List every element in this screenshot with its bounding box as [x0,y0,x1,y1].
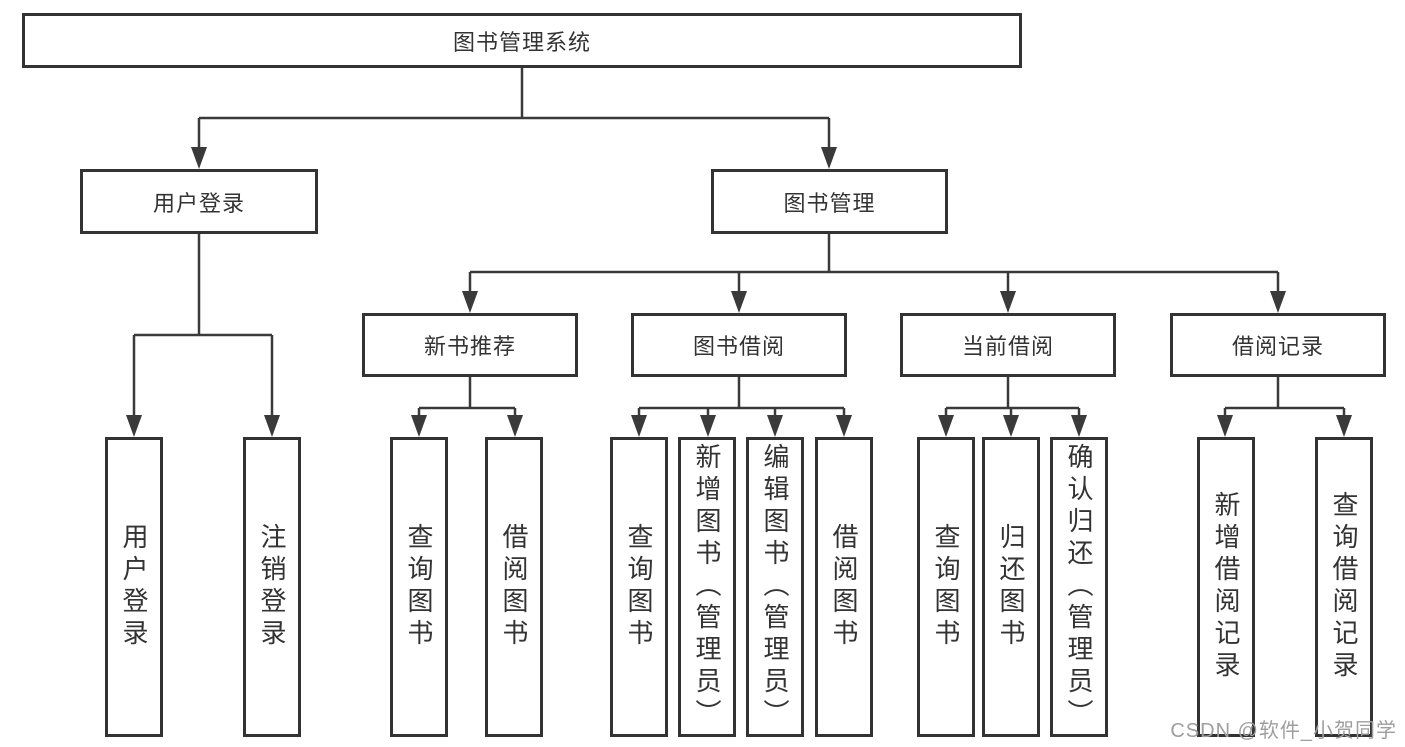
node-book-management: 图书管理 [711,169,948,234]
leaf-return-book: 归还图书 [982,437,1040,737]
arrowhead-icon [821,147,837,169]
leaf-query-books-borrowing: 查询图书 [610,437,668,737]
tree-edges [132,68,1346,420]
leaf-add-book-admin: 新增图书（管理员） [678,437,736,737]
arrowhead-icon [126,415,142,437]
arrowhead-icon [191,147,207,169]
leaf-borrow-books-recommend: 借阅图书 [485,437,543,737]
node-user-login: 用户登录 [80,169,318,234]
arrowhead-icon [1336,415,1352,437]
arrowhead-icon [1003,415,1019,437]
leaf-borrow-books-borrowing: 借阅图书 [815,437,873,737]
leaf-confirm-return-admin: 确认归还（管理员） [1050,437,1108,737]
leaf-logout: 注销登录 [243,437,301,737]
arrowhead-icon [1000,291,1016,313]
arrowhead-icon [631,415,647,437]
leaf-query-books-recommend: 查询图书 [390,437,448,737]
arrowhead-icon [264,415,280,437]
leaf-edit-book-admin: 编辑图书（管理员） [746,437,804,737]
node-borrowing-records: 借阅记录 [1170,313,1386,377]
arrowhead-icon [836,415,852,437]
arrowhead-icon [411,415,427,437]
arrowhead-icon [938,415,954,437]
leaf-query-borrow-record: 查询借阅记录 [1315,437,1373,737]
arrowhead-icon [507,415,523,437]
node-book-borrowing: 图书借阅 [631,313,847,377]
node-new-book-recommend: 新书推荐 [362,313,578,377]
arrowhead-icon [462,291,478,313]
arrowhead-icon [1071,415,1087,437]
arrowhead-icon [731,291,747,313]
csdn-watermark: CSDN @软件_小贺同学 [1170,720,1397,742]
arrowhead-icon [767,415,783,437]
arrowhead-icon [700,415,716,437]
node-current-borrowing: 当前借阅 [900,313,1116,377]
node-library-management-system: 图书管理系统 [22,13,1022,68]
arrowheads [126,147,1352,437]
leaf-query-books-current: 查询图书 [917,437,975,737]
arrowhead-icon [1270,291,1286,313]
leaf-add-borrow-record: 新增借阅记录 [1197,437,1255,737]
arrowhead-icon [1217,415,1233,437]
leaf-user-login: 用户登录 [105,437,163,737]
